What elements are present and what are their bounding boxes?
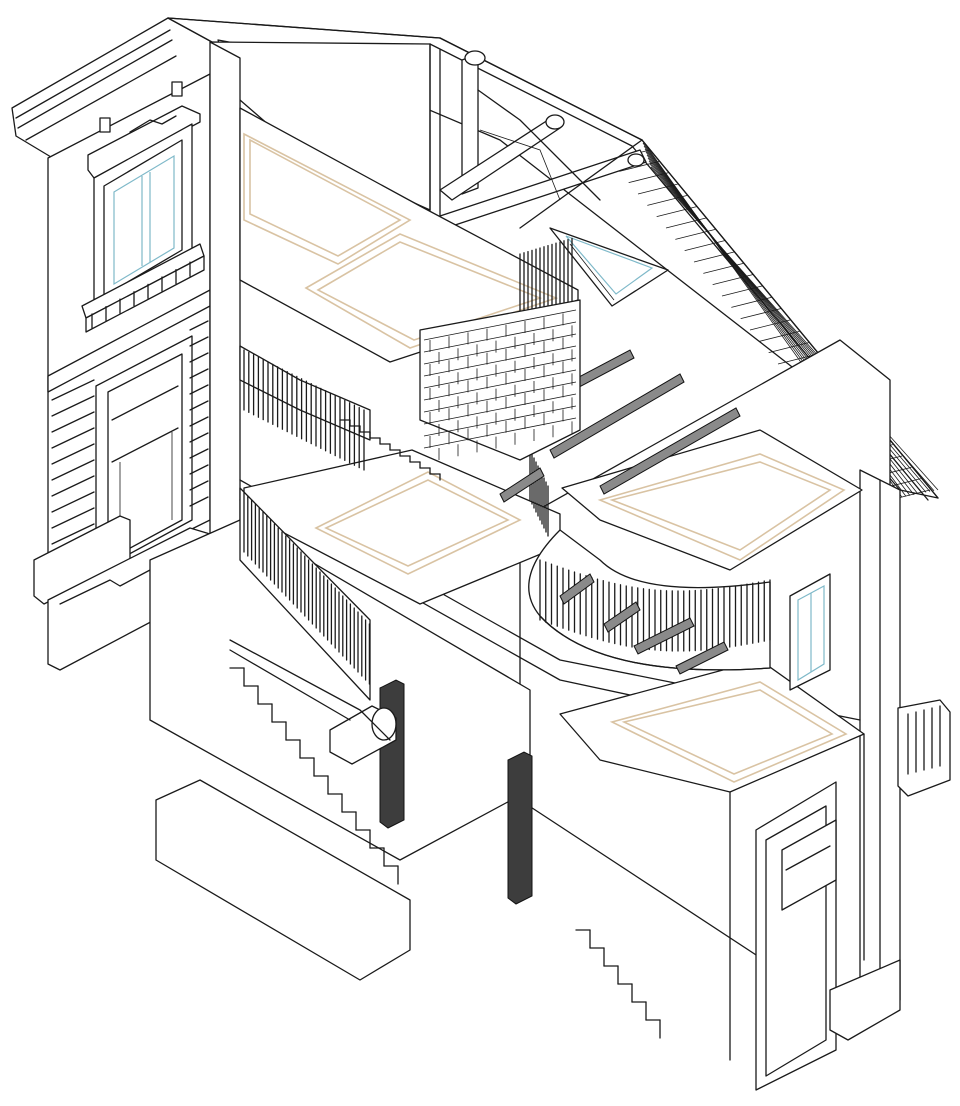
rustication-band bbox=[189, 400, 209, 411]
rustication-band bbox=[189, 368, 209, 379]
facade-lower-window bbox=[47, 289, 211, 573]
steel-beam bbox=[675, 641, 729, 675]
rustication-band bbox=[189, 352, 209, 363]
brick-course bbox=[423, 333, 577, 365]
interior-window-right bbox=[789, 573, 831, 691]
roof-tile-column bbox=[721, 285, 763, 297]
roof-tile-column bbox=[731, 296, 772, 308]
rustication-band bbox=[51, 459, 95, 481]
steel-beam bbox=[603, 601, 641, 633]
roof-tile-column bbox=[675, 228, 716, 240]
brick-course bbox=[423, 345, 577, 377]
rustication-band bbox=[189, 336, 209, 347]
rustication-band bbox=[189, 416, 209, 427]
roof-tile-column bbox=[656, 206, 697, 218]
roof-tile-column bbox=[628, 172, 669, 184]
facade-upper-window bbox=[81, 123, 205, 333]
steel-beam bbox=[633, 617, 695, 655]
brick-course bbox=[423, 381, 577, 413]
roof-tile-column bbox=[619, 160, 660, 172]
rustication-band bbox=[51, 395, 95, 417]
brick-course bbox=[423, 309, 577, 341]
brick-wall bbox=[419, 299, 581, 461]
roof-tile-column bbox=[740, 308, 781, 320]
attic-dormer-window bbox=[549, 227, 669, 307]
roof-tile-column bbox=[768, 342, 809, 354]
roof-tile-column bbox=[703, 262, 744, 274]
coffered-ceiling-right bbox=[561, 429, 863, 571]
brick-course bbox=[423, 393, 577, 425]
brick-course bbox=[423, 321, 577, 353]
brick-course bbox=[423, 369, 577, 401]
roof-tile-column bbox=[712, 274, 753, 286]
rustication-band bbox=[189, 432, 209, 443]
upper-stair-steps bbox=[339, 419, 441, 481]
entrance-doorway bbox=[755, 781, 901, 1091]
roof-tile-column bbox=[647, 194, 688, 206]
roof-truss bbox=[211, 41, 647, 229]
curved-rail-balusters bbox=[539, 559, 771, 652]
rustication-band bbox=[51, 379, 95, 401]
roof-tile-column bbox=[759, 330, 800, 342]
rustication-band bbox=[51, 491, 95, 513]
steel-beam bbox=[499, 467, 545, 503]
steel-beam bbox=[599, 407, 741, 495]
rustication-band bbox=[189, 384, 209, 395]
basement-steps bbox=[229, 667, 399, 885]
roof-tile-column bbox=[637, 183, 679, 195]
roof-tile-column bbox=[684, 240, 725, 252]
side-balcony bbox=[897, 699, 951, 797]
roof-tile-column bbox=[693, 251, 735, 263]
rustication-band bbox=[189, 480, 209, 491]
rustication-band bbox=[51, 507, 95, 529]
brick-course bbox=[423, 357, 577, 389]
rustication-band bbox=[51, 523, 95, 545]
basement-stair bbox=[229, 639, 661, 1039]
coffered-ceiling-middle bbox=[243, 449, 561, 605]
rustication-band bbox=[189, 320, 209, 331]
brick-course bbox=[423, 417, 577, 449]
rustication-band bbox=[189, 464, 209, 475]
rustication-band bbox=[51, 443, 95, 465]
steel-beam bbox=[559, 573, 595, 605]
rustication-band bbox=[51, 427, 95, 449]
upper-stair-rail bbox=[243, 349, 365, 471]
lower-stair-rail bbox=[243, 491, 371, 685]
upper-window-sill-balusters bbox=[91, 261, 191, 329]
brick-course bbox=[423, 405, 577, 437]
rustication-band bbox=[189, 448, 209, 459]
roof-tile-column bbox=[665, 217, 707, 229]
roof-tile-column bbox=[749, 319, 791, 331]
rustication-band bbox=[51, 411, 95, 433]
steel-beam bbox=[549, 373, 685, 459]
brick-courses bbox=[423, 309, 577, 460]
rustication-bands bbox=[51, 320, 209, 545]
rustication-band bbox=[189, 496, 209, 507]
dark-columns bbox=[329, 679, 533, 905]
curved-balustrade bbox=[528, 449, 771, 671]
front-steps bbox=[575, 929, 661, 1039]
stair-balustrade bbox=[239, 237, 573, 701]
side-balcony-balusters bbox=[907, 705, 941, 775]
rustication-band bbox=[51, 475, 95, 497]
